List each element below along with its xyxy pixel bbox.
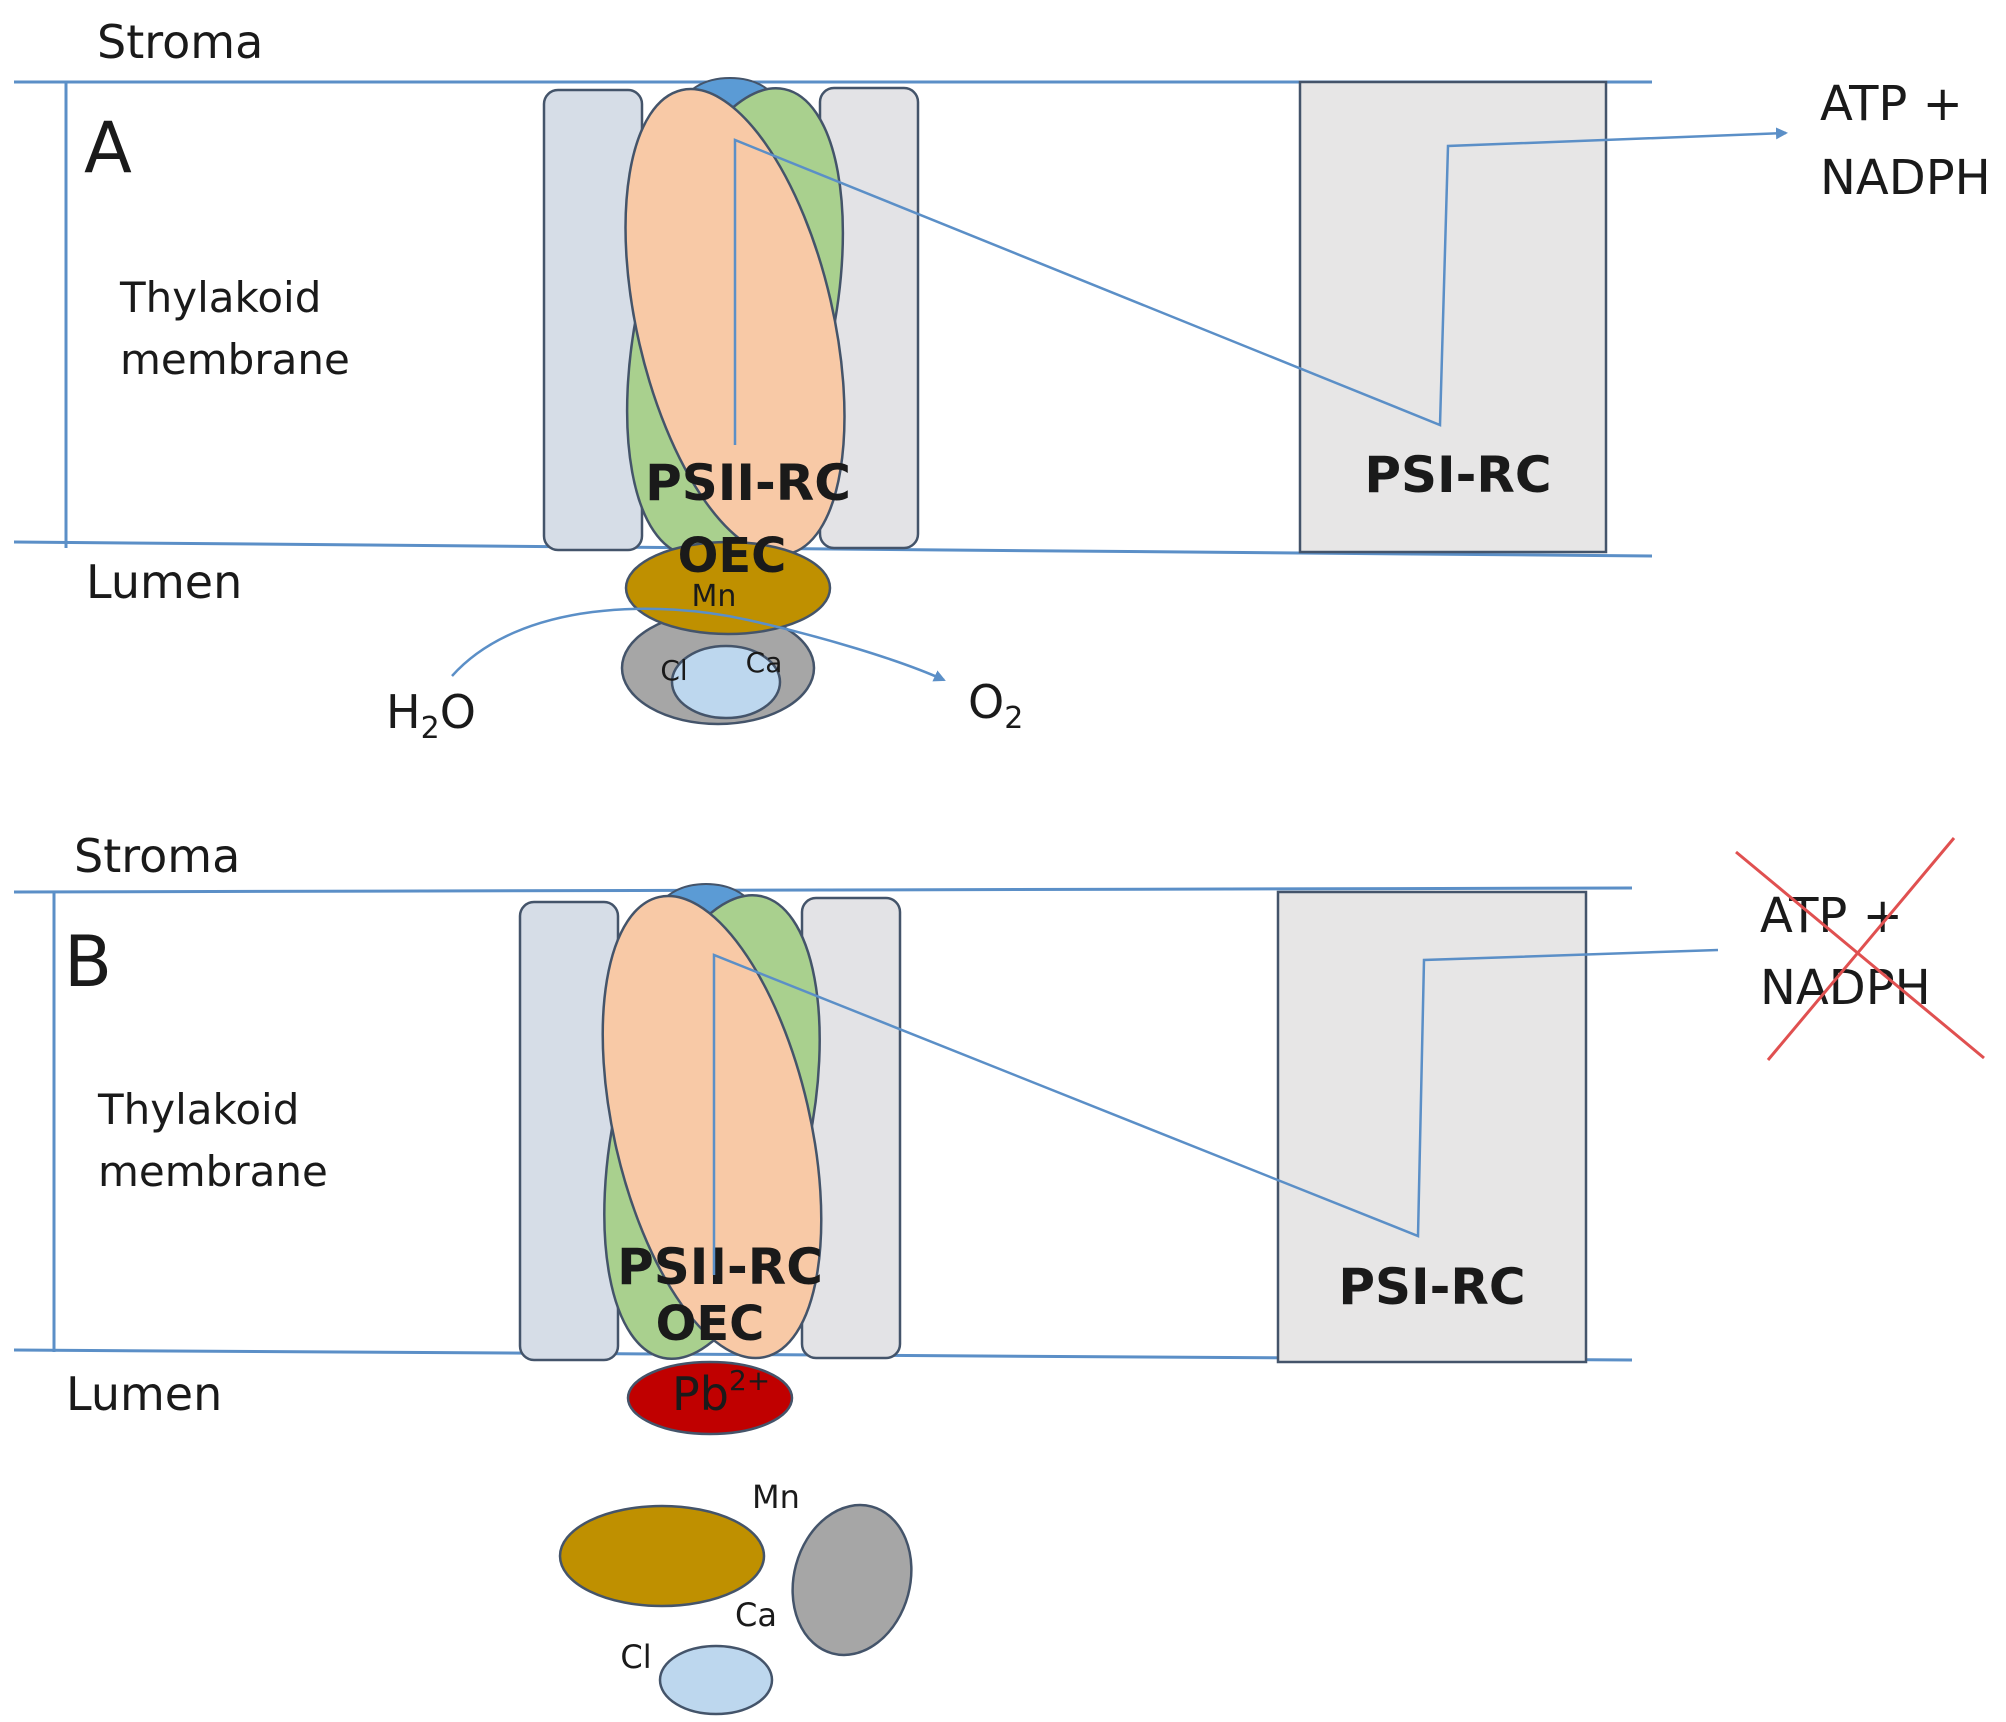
psi-rc-label-b: PSI-RC bbox=[1338, 1258, 1525, 1316]
stroma-label-b: Stroma bbox=[74, 829, 240, 883]
product-label-a-line2: NADPH bbox=[1820, 150, 1991, 206]
electron-path-b bbox=[712, 948, 1719, 1275]
mn-label-b: Mn bbox=[752, 1478, 800, 1516]
psi-rc-label-a: PSI-RC bbox=[1364, 446, 1551, 504]
panel-letter-a: A bbox=[84, 107, 132, 189]
cl-ion-a bbox=[670, 644, 782, 720]
lead-ion-b bbox=[626, 1360, 794, 1436]
psi-rc-box-b bbox=[1276, 890, 1588, 1364]
psii-orange-subunit-b bbox=[601, 894, 823, 1360]
cross-out-stroke-2 bbox=[1766, 837, 1956, 1061]
ca-label-a: Ca bbox=[746, 646, 783, 679]
lumen-label-b: Lumen bbox=[66, 1367, 222, 1421]
lead-label-b: Pb2+ bbox=[672, 1364, 770, 1421]
psii-side-protein-left-b bbox=[518, 900, 620, 1362]
psii-rc-label-b: PSII-RC bbox=[617, 1238, 823, 1296]
psii-rc-label-a: PSII-RC bbox=[645, 454, 851, 512]
product-label-b-line1: ATP + bbox=[1760, 888, 1903, 944]
panel-a: Stroma A Thylakoid membrane Lumen PSII-R… bbox=[13, 15, 1991, 746]
thylakoid-label-b-line2: membrane bbox=[98, 1147, 328, 1196]
lumen-label-a: Lumen bbox=[86, 555, 242, 609]
panel-letter-b: B bbox=[64, 921, 112, 1003]
oec-label-b: OEC bbox=[656, 1296, 765, 1352]
cl-label-b: Cl bbox=[620, 1638, 651, 1676]
membrane-top-line-b bbox=[13, 886, 1633, 894]
cl-label-a: Cl bbox=[660, 654, 687, 687]
thylakoid-label-a-line1: Thylakoid bbox=[119, 273, 321, 322]
mn-ion-free-b bbox=[558, 1504, 766, 1608]
mn-label-a: Mn bbox=[692, 579, 737, 614]
cross-out-stroke-1 bbox=[1735, 850, 1985, 1060]
ca-label-b: Ca bbox=[735, 1596, 777, 1634]
oxygen-label-a: O2 bbox=[968, 675, 1023, 736]
panel-b: Stroma B Thylakoid membrane Lumen PSII-R… bbox=[13, 829, 1985, 1716]
psi-rc-box-a bbox=[1298, 80, 1608, 554]
stroma-label-a: Stroma bbox=[97, 15, 263, 69]
water-label-a: H2O bbox=[386, 685, 476, 746]
oec-label-a: OEC bbox=[678, 528, 787, 584]
psii-side-protein-left-a bbox=[542, 88, 644, 552]
ca-ion-free-b bbox=[791, 1503, 913, 1657]
cl-ion-free-b bbox=[658, 1644, 774, 1716]
thylakoid-label-a-line2: membrane bbox=[120, 335, 350, 384]
water-to-oxygen-arrow-a bbox=[451, 607, 946, 682]
thylakoid-label-b-line1: Thylakoid bbox=[97, 1085, 299, 1134]
electron-path-a bbox=[733, 127, 1788, 445]
product-label-a-line1: ATP + bbox=[1820, 76, 1963, 132]
